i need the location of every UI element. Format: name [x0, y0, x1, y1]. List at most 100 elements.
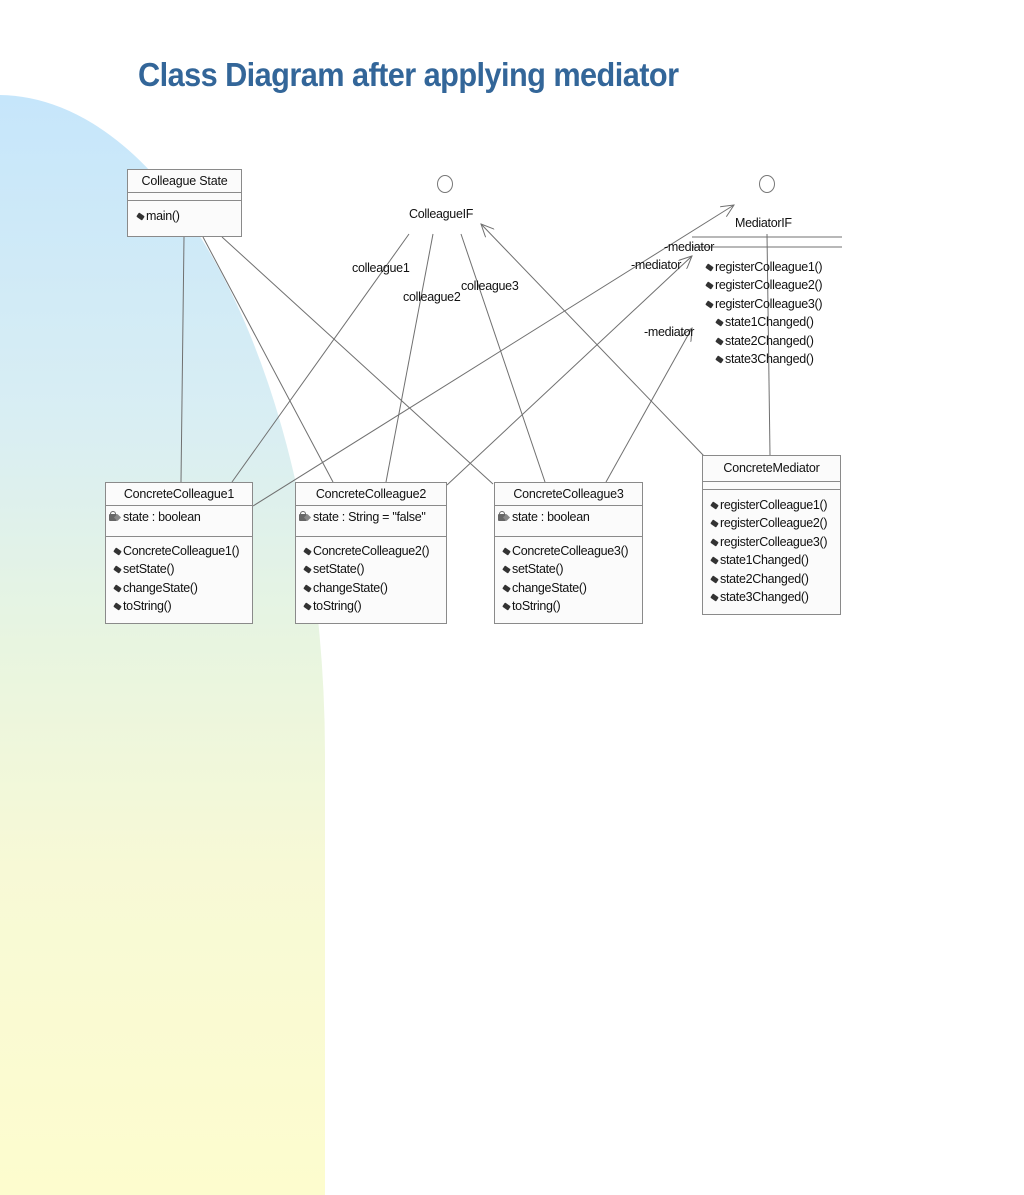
public-operation-icon — [710, 519, 719, 528]
operations-compartment: ConcreteColleague2() setState() changeSt… — [296, 537, 446, 620]
operation-row[interactable]: toString() — [113, 597, 252, 615]
public-operation-icon — [113, 565, 122, 574]
operation-row[interactable]: ConcreteColleague3() — [502, 542, 642, 560]
operation-row[interactable]: changeState() — [502, 579, 642, 597]
mediatorif-interface-icon — [759, 175, 775, 193]
connector-layer — [180, 0, 842, 507]
operation-row[interactable]: registerColleague1() — [710, 496, 840, 514]
operation-row[interactable]: registerColleague1() — [705, 258, 823, 276]
mediatorif-name[interactable]: MediatorIF — [735, 216, 792, 230]
operation-row[interactable]: main() — [136, 207, 241, 225]
operation-row[interactable]: setState() — [502, 560, 642, 578]
operation-row[interactable]: state1Changed() — [710, 551, 840, 569]
public-operation-icon — [303, 584, 312, 593]
class-name: Colleague State — [128, 170, 241, 193]
colleagueif-name[interactable]: ColleagueIF — [409, 207, 474, 221]
attributes-compartment — [128, 193, 241, 201]
public-operation-icon — [705, 300, 714, 309]
role-label-colleague2: colleague2 — [403, 290, 461, 304]
operation-row[interactable]: toString() — [303, 597, 446, 615]
public-operation-icon — [705, 281, 714, 290]
operations-compartment: main() — [128, 201, 241, 225]
role-label-colleague1: colleague1 — [352, 261, 410, 275]
public-operation-icon — [303, 565, 312, 574]
class-concrete-colleague3[interactable]: ConcreteColleague3 state : boolean Concr… — [494, 482, 643, 624]
role-label-mediator: -mediator — [644, 325, 695, 339]
public-operation-icon — [113, 602, 122, 611]
private-attribute-icon — [299, 511, 312, 523]
private-attribute-icon — [498, 511, 511, 523]
operation-row[interactable]: toString() — [502, 597, 642, 615]
attribute-row[interactable]: state : String = "false" — [299, 508, 446, 526]
attributes-compartment — [703, 482, 840, 490]
public-operation-icon — [136, 212, 145, 221]
operation-row[interactable]: registerColleague2() — [705, 276, 823, 294]
class-name: ConcreteColleague1 — [106, 483, 252, 506]
colleagueif-interface-icon — [437, 175, 453, 193]
operation-row[interactable]: state3Changed() — [710, 588, 840, 606]
operation-row[interactable]: registerColleague2() — [710, 514, 840, 532]
public-operation-icon — [502, 565, 511, 574]
operation-row[interactable]: registerColleague3() — [710, 533, 840, 551]
operations-compartment: ConcreteColleague1() setState() changeSt… — [106, 537, 252, 620]
attributes-compartment: state : String = "false" — [296, 506, 446, 537]
connector-mediator-to-colleagueif — [481, 224, 705, 457]
operation-row[interactable]: changeState() — [303, 579, 446, 597]
operation-row[interactable]: setState() — [113, 560, 252, 578]
private-attribute-icon — [109, 511, 122, 523]
public-operation-icon — [715, 318, 724, 327]
attributes-compartment: state : boolean — [495, 506, 642, 537]
public-operation-icon — [715, 337, 724, 346]
operation-row[interactable]: changeState() — [113, 579, 252, 597]
role-label-colleague3: colleague3 — [461, 279, 519, 293]
class-concrete-mediator[interactable]: ConcreteMediator registerColleague1() re… — [702, 455, 841, 615]
public-operation-icon — [710, 556, 719, 565]
public-operation-icon — [502, 584, 511, 593]
public-operation-icon — [113, 584, 122, 593]
public-operation-icon — [303, 547, 312, 556]
public-operation-icon — [710, 575, 719, 584]
operations-compartment: ConcreteColleague3() setState() changeSt… — [495, 537, 642, 620]
public-operation-icon — [502, 602, 511, 611]
operation-row[interactable]: registerColleague3() — [705, 295, 823, 313]
connector-state-cc1 — [180, 236, 185, 483]
public-operation-icon — [710, 593, 719, 602]
operations-compartment: registerColleague1() registerColleague2(… — [703, 490, 840, 606]
operation-row[interactable]: ConcreteColleague1() — [113, 542, 252, 560]
attribute-row[interactable]: state : boolean — [109, 508, 252, 526]
class-concrete-colleague2[interactable]: ConcreteColleague2 state : String = "fal… — [295, 482, 447, 624]
operation-row[interactable]: state2Changed() — [706, 332, 822, 350]
public-operation-icon — [113, 547, 122, 556]
mediatorif-operations: registerColleague1() registerColleague2(… — [705, 258, 823, 368]
role-label-mediator: -mediator — [631, 258, 682, 272]
public-operation-icon — [715, 355, 724, 364]
public-operation-icon — [710, 538, 719, 547]
operation-row[interactable]: state1Changed() — [706, 313, 822, 331]
connector-mediator-cc1 — [252, 205, 734, 507]
attribute-row[interactable]: state : boolean — [498, 508, 642, 526]
public-operation-icon — [705, 263, 714, 272]
operation-row[interactable]: ConcreteColleague2() — [303, 542, 446, 560]
connector-state-cc2 — [202, 236, 334, 483]
page-title: Class Diagram after applying mediator — [138, 56, 679, 93]
class-name: ConcreteColleague3 — [495, 483, 642, 506]
connector-concretemediator-mediatorif — [766, 233, 771, 456]
connector-mediator-cc3 — [605, 328, 692, 483]
connector-colleague1 — [231, 233, 410, 483]
public-operation-icon — [710, 501, 719, 510]
operation-row[interactable]: setState() — [303, 560, 446, 578]
connector-state-cc3 — [221, 236, 494, 485]
operation-row[interactable]: state2Changed() — [710, 570, 840, 588]
connector-colleague2 — [385, 233, 434, 483]
role-label-mediator: -mediator — [664, 240, 715, 254]
class-colleague-state[interactable]: Colleague State main() — [127, 169, 242, 237]
operation-row[interactable]: state3Changed() — [706, 350, 822, 368]
public-operation-icon — [502, 547, 511, 556]
class-concrete-colleague1[interactable]: ConcreteColleague1 state : boolean Concr… — [105, 482, 253, 624]
class-name: ConcreteColleague2 — [296, 483, 446, 506]
connector-colleague3 — [460, 233, 546, 483]
public-operation-icon — [303, 602, 312, 611]
connector-mediator-cc2 — [446, 256, 692, 486]
class-name: ConcreteMediator — [703, 456, 840, 482]
attributes-compartment: state : boolean — [106, 506, 252, 537]
